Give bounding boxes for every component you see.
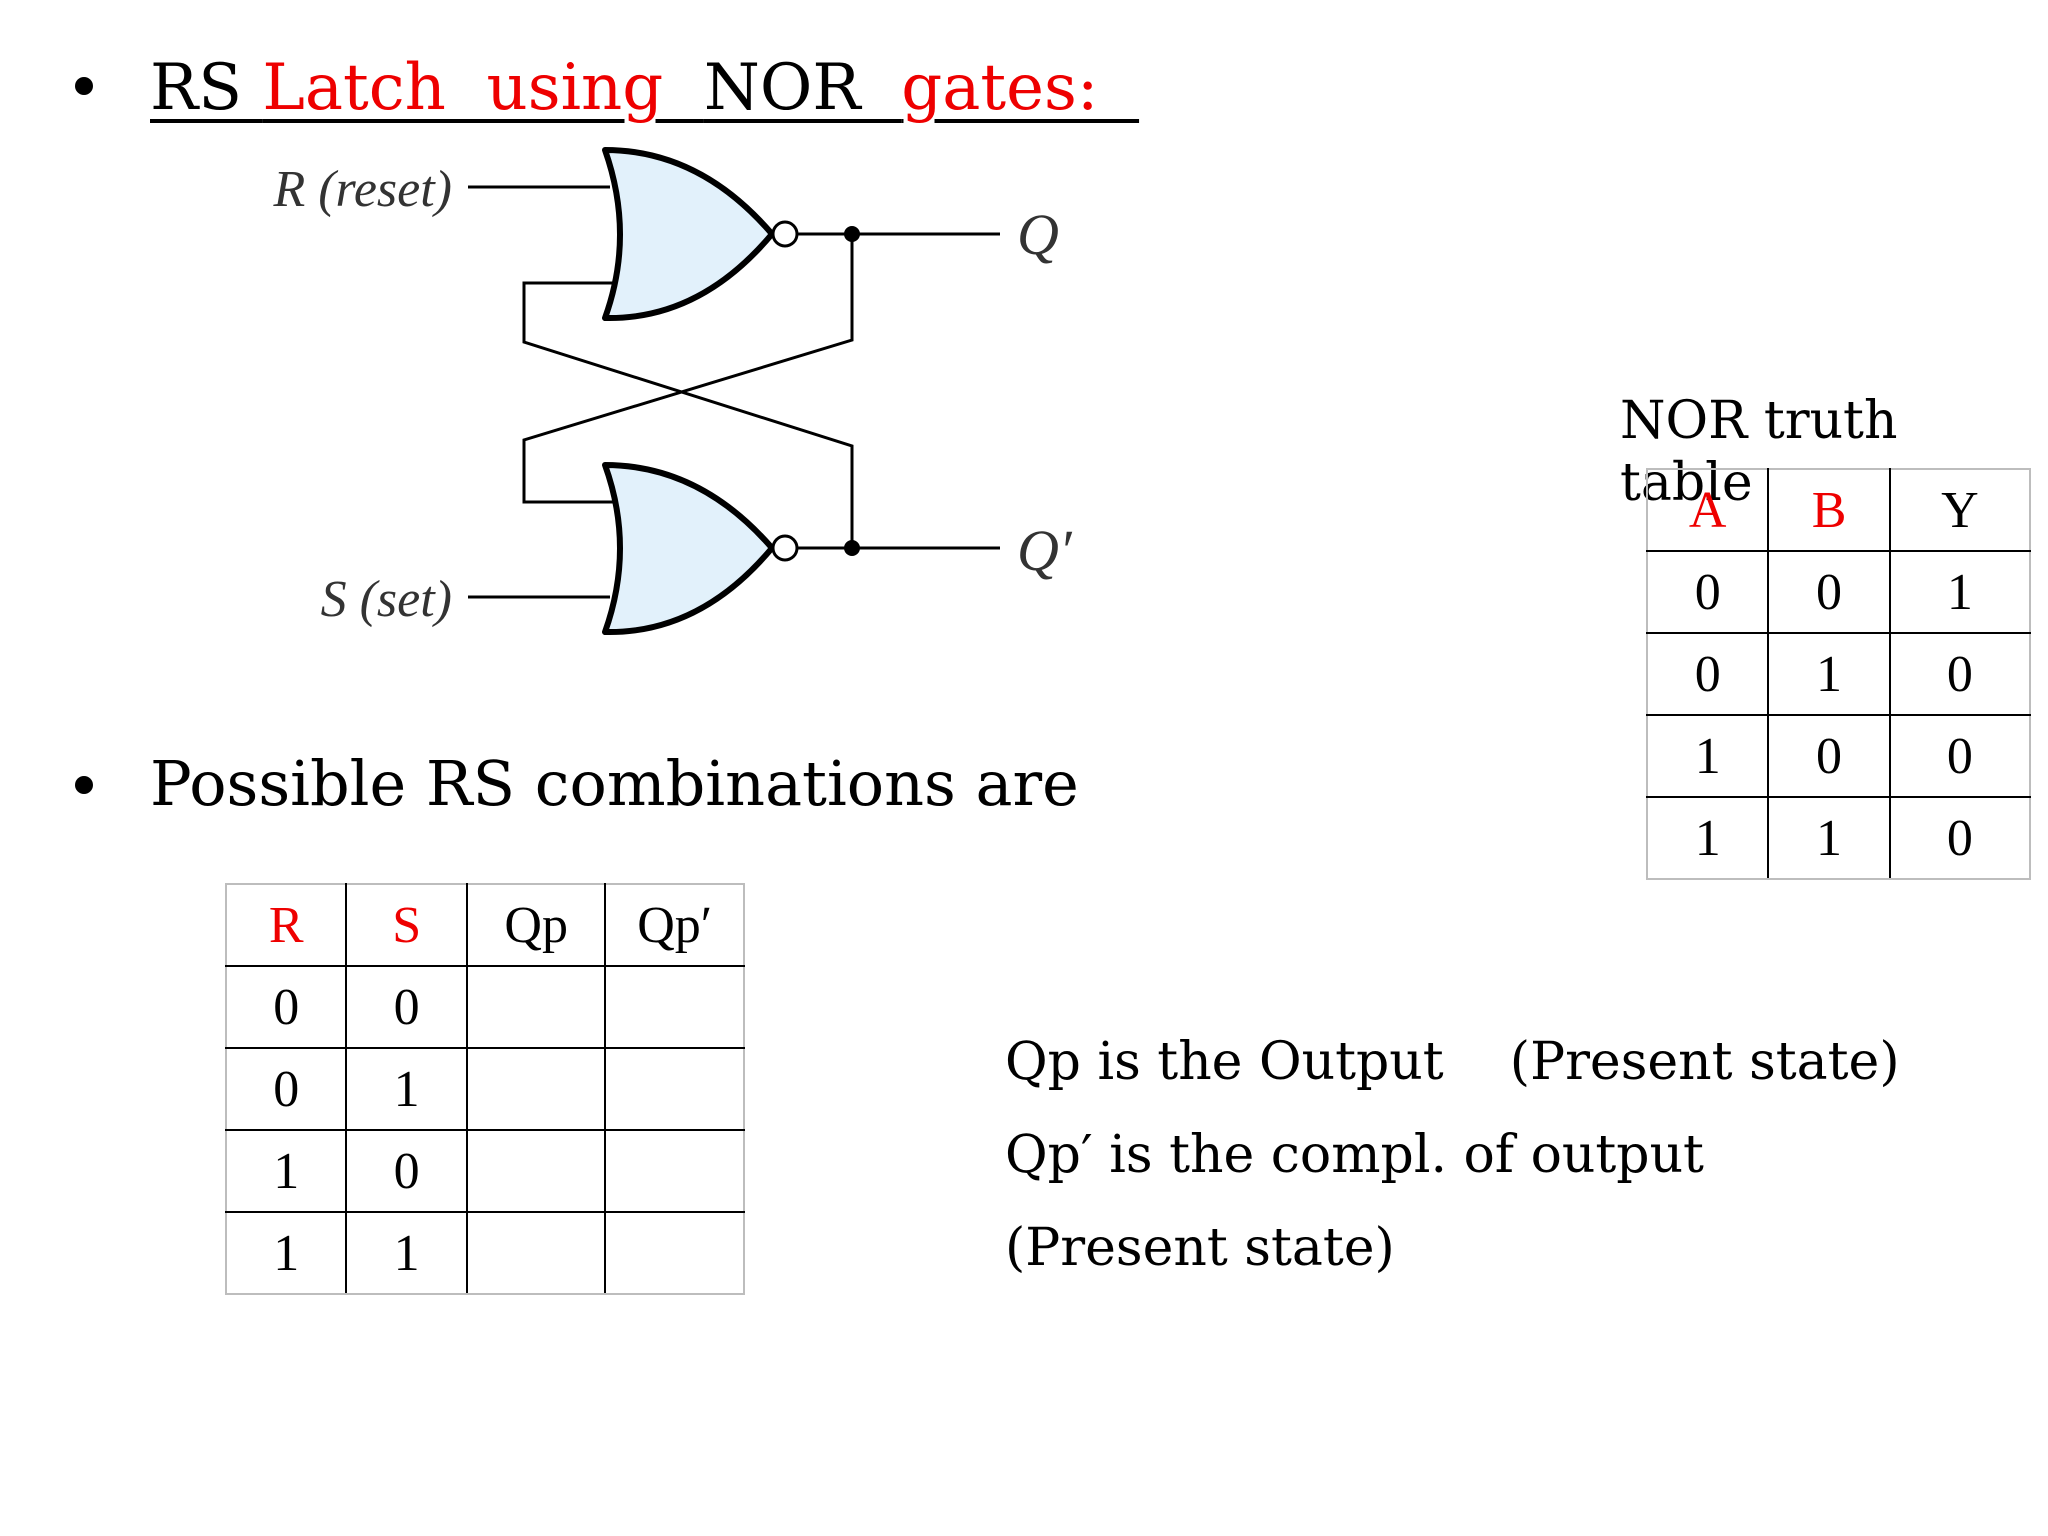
s-set-label: S (set): [321, 571, 452, 628]
slide-title: RS Latch using NOR gates:: [150, 45, 1139, 131]
rs-latch-circuit: R (reset) S (set) Q Q′: [272, 147, 1073, 636]
feedback-q-wire: [522, 234, 854, 504]
table-header-row: A B Y: [1645, 468, 2032, 552]
table-cell: 0: [1645, 632, 1770, 716]
table-cell: 1: [1888, 550, 2032, 634]
table-cell: [604, 1047, 745, 1131]
nor-header-y: Y: [1888, 468, 2032, 552]
title-bullet: [75, 77, 93, 95]
table-cell: 1: [345, 1211, 468, 1295]
rs-header-s: S: [345, 883, 468, 967]
table-row: 1 1: [224, 1211, 745, 1295]
note-qp-output: Qp is the Output (Present state): [1005, 1032, 1900, 1092]
rs-header-qp: Qp: [465, 883, 607, 967]
table-row: 0 1 0: [1645, 632, 2032, 716]
title-part-latch: Latch using: [262, 51, 704, 125]
feedback-qbar-wire: [522, 281, 854, 548]
table-cell: 0: [224, 965, 348, 1049]
bottom-nor-bubble: [771, 534, 799, 562]
table-cell: 1: [1767, 632, 1891, 716]
table-cell: 1: [224, 1129, 348, 1213]
table-cell: 1: [224, 1211, 348, 1295]
top-nor-gate: [602, 147, 775, 322]
table-cell: 1: [345, 1047, 468, 1131]
table-row: 1 1 0: [1645, 796, 2032, 880]
qbar-label: Q′: [1017, 518, 1073, 583]
table-row: 0 1: [224, 1047, 745, 1131]
title-part-gates: gates:: [901, 51, 1140, 125]
table-cell: 1: [1645, 714, 1770, 798]
nor-truth-table: A B Y 0 0 1 0 1 0 1 0 0 1 1 0: [1645, 468, 2032, 880]
table-cell: [465, 1211, 607, 1295]
table-cell: [604, 1129, 745, 1213]
table-row: 1 0: [224, 1129, 745, 1213]
rs-header-r: R: [224, 883, 348, 967]
table-cell: 0: [224, 1047, 348, 1131]
table-cell: 0: [1888, 714, 2032, 798]
rs-combinations-table: R S Qp Qp′ 0 0 0 1 1 0 1 1: [224, 883, 745, 1295]
rs-header-qpbar: Qp′: [604, 883, 745, 967]
table-cell: [604, 965, 745, 1049]
q-label: Q: [1017, 202, 1059, 267]
title-part-nor: NOR: [703, 51, 902, 125]
table-cell: 0: [345, 1129, 468, 1213]
bottom-nor-gate: [602, 462, 775, 636]
table-row: 1 0 0: [1645, 714, 2032, 798]
table-row: 0 0: [224, 965, 745, 1049]
table-cell: [465, 1129, 607, 1213]
note-qpbar-complement: Qp′ is the compl. of output: [1005, 1125, 1704, 1185]
table-cell: 0: [1767, 714, 1891, 798]
note-present-state: (Present state): [1005, 1218, 1395, 1278]
subtitle-possible-rs: Possible RS combinations are: [150, 747, 1079, 820]
top-nor-bubble: [771, 220, 799, 248]
r-reset-label: R (reset): [272, 161, 452, 218]
table-cell: [465, 1047, 607, 1131]
table-cell: 0: [1888, 796, 2032, 880]
table-cell: 0: [1645, 550, 1770, 634]
subtitle-bullet: [75, 776, 93, 794]
table-cell: 0: [1888, 632, 2032, 716]
nor-header-b: B: [1767, 468, 1891, 552]
title-part-rs: RS: [150, 51, 263, 125]
table-cell: 1: [1645, 796, 1770, 880]
table-cell: [604, 1211, 745, 1295]
table-cell: 1: [1767, 796, 1891, 880]
table-cell: [465, 965, 607, 1049]
table-header-row: R S Qp Qp′: [224, 883, 745, 967]
nor-header-a: A: [1645, 468, 1770, 552]
table-cell: 0: [1767, 550, 1891, 634]
table-cell: 0: [345, 965, 468, 1049]
table-row: 0 0 1: [1645, 550, 2032, 634]
